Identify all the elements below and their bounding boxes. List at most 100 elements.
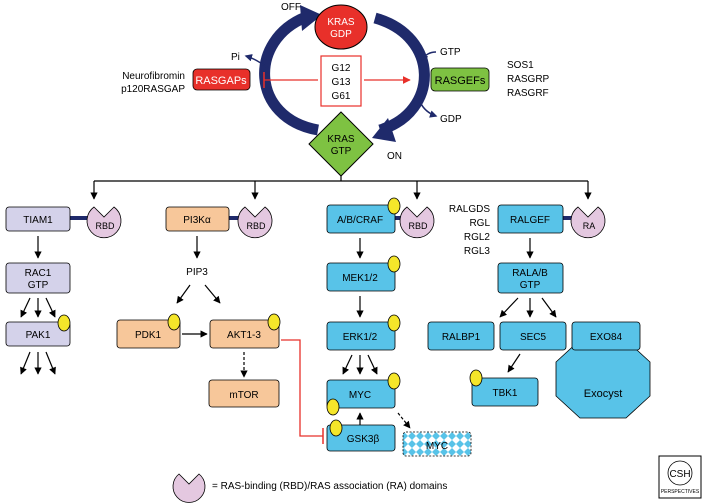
gap-cycle-arc [259, 11, 320, 136]
erk-phospho-dot [387, 314, 401, 332]
erk-box [326, 321, 396, 351]
rac1-box [5, 262, 71, 294]
pi-release-arrow [244, 54, 269, 69]
pi3k-rbd-label: RBD [246, 221, 266, 231]
kras-gtp-top: KRAS [327, 134, 355, 145]
pip3-label: PIP3 [186, 267, 208, 278]
effector-branch-lines [90, 176, 592, 200]
mutation-box [320, 55, 362, 107]
rac-pathway: TIAM1 RBD RAC1 GTP PAK1 [5, 206, 122, 375]
tiam1-label: TIAM1 [23, 215, 53, 226]
ralgef-ra-domain [570, 206, 606, 239]
ralbp1-box [427, 321, 495, 351]
akt-box [209, 319, 280, 349]
kras-gdp-node [314, 4, 368, 50]
akt-inhibits-gsk3b [281, 339, 323, 437]
mutation-g12: G12 [332, 63, 351, 74]
myc-degraded-label: MYC [426, 441, 448, 452]
logo-bottom: PERSPECTIVES [661, 489, 700, 495]
pdk1-box [116, 319, 181, 349]
pi3k-box [165, 206, 230, 232]
gap-cycle-arrowhead [300, 5, 322, 31]
rasgaps-label: RASGAPs [195, 75, 247, 87]
mek-label: MEK1/2 [342, 273, 378, 284]
raf-rbd-label: RBD [408, 221, 428, 231]
logo-top: CSH [669, 469, 690, 480]
on-label: ON [387, 151, 402, 162]
rasgef-name-1: SOS1 [507, 60, 534, 71]
raf-pathway: A/B/CRAF RBD MEK1/2 ERK1/2 MYC GSK3β MYC [326, 197, 472, 457]
myc-phospho-dot-top [387, 372, 401, 390]
pi3k-label: PI3Kα [183, 215, 211, 226]
raf-rbd-domain [399, 206, 435, 239]
raf-phospho-dot [387, 197, 401, 215]
ralgef-name-3: RGL2 [464, 232, 491, 243]
pdk1-label: PDK1 [135, 330, 162, 341]
mutation-g13: G13 [332, 77, 351, 88]
ralgef-name-2: RGL [469, 218, 490, 229]
gsk3b-label: GSK3β [347, 434, 380, 445]
off-label: OFF [281, 2, 301, 13]
rala-bottom: GTP [520, 280, 541, 291]
myc-phospho-dot-bottom [326, 398, 340, 416]
rasgefs-label: RASGEFs [435, 75, 486, 87]
rala-top: RALA/B [512, 268, 548, 279]
ralgef-label: RALGEF [510, 215, 550, 226]
tiam1-box [5, 206, 71, 232]
tbk1-label: TBK1 [492, 388, 517, 399]
akt-phospho-dot [267, 313, 281, 331]
rasgef-name-2: RASGRP [507, 74, 550, 85]
mtor-label: mTOR [229, 390, 258, 401]
gef-cycle-arc [373, 12, 430, 136]
ralgef-name-1: RALGDS [449, 204, 490, 215]
csh-perspectives-logo: CSH PERSPECTIVES [658, 455, 702, 499]
rac1-top: RAC1 [25, 268, 52, 279]
pdk1-phospho-dot [167, 313, 181, 331]
gdp-out-arrow [419, 101, 438, 118]
kras-gtp-bottom: GTP [331, 146, 352, 157]
gsk3b-phospho-dot [329, 419, 343, 437]
ralgef-box [497, 204, 564, 234]
legend-text: = RAS-binding (RBD)/RAS association (RA)… [212, 481, 447, 492]
mek-phospho-dot [387, 255, 401, 273]
mutation-g61: G61 [332, 91, 351, 102]
sec5-box [499, 321, 567, 351]
myc-label: MYC [349, 390, 371, 401]
exocyst-octagon [555, 339, 651, 419]
pak1-box [5, 321, 71, 347]
raf-box [326, 204, 396, 234]
pi3k-pathway: PI3Kα RBD PIP3 PDK1 AKT1-3 mTOR [116, 206, 324, 444]
rasgap-name-2: p120RASGAP [121, 84, 185, 95]
kras-gdp-bottom: GDP [330, 29, 352, 40]
legend-domain-icon [172, 473, 206, 503]
ralbp1-label: RALBP1 [442, 332, 481, 343]
ralgef-name-4: RGL3 [464, 246, 491, 257]
raf-label: A/B/CRAF [337, 215, 383, 226]
mtor-box [208, 379, 280, 408]
ralgef-ra-label: RA [583, 221, 596, 231]
rac1-bottom: GTP [28, 280, 49, 291]
gsk3b-box [326, 424, 396, 452]
exocyst-label: Exocyst [584, 388, 623, 400]
rasgaps-box [192, 68, 251, 91]
rala-box [497, 262, 564, 294]
sec5-label: SEC5 [520, 332, 547, 343]
kras-gdp-top: KRAS [327, 17, 355, 28]
tbk1-box [471, 377, 539, 407]
rasgap-name-1: Neurofibromin [122, 71, 185, 82]
pi-label: Pi [231, 52, 240, 63]
exo84-label: EXO84 [590, 332, 623, 343]
ral-pathway: RALGDS RGL RGL2 RGL3 RALGEF RA RALA/B GT… [427, 204, 651, 419]
tiam1-rbd-label: RBD [95, 221, 115, 231]
pak1-label: PAK1 [26, 330, 51, 341]
myc-box [326, 379, 396, 409]
gef-cycle-arrowhead [372, 118, 396, 142]
rasgefs-box [430, 67, 490, 92]
gtp-in-label: GTP [440, 47, 461, 58]
tbk1-phospho-dot [469, 369, 483, 387]
exo84-box [571, 321, 641, 351]
pi3k-rbd-domain [237, 206, 273, 239]
rasgef-name-3: RASGRF [507, 88, 549, 99]
gdp-out-label: GDP [440, 114, 462, 125]
